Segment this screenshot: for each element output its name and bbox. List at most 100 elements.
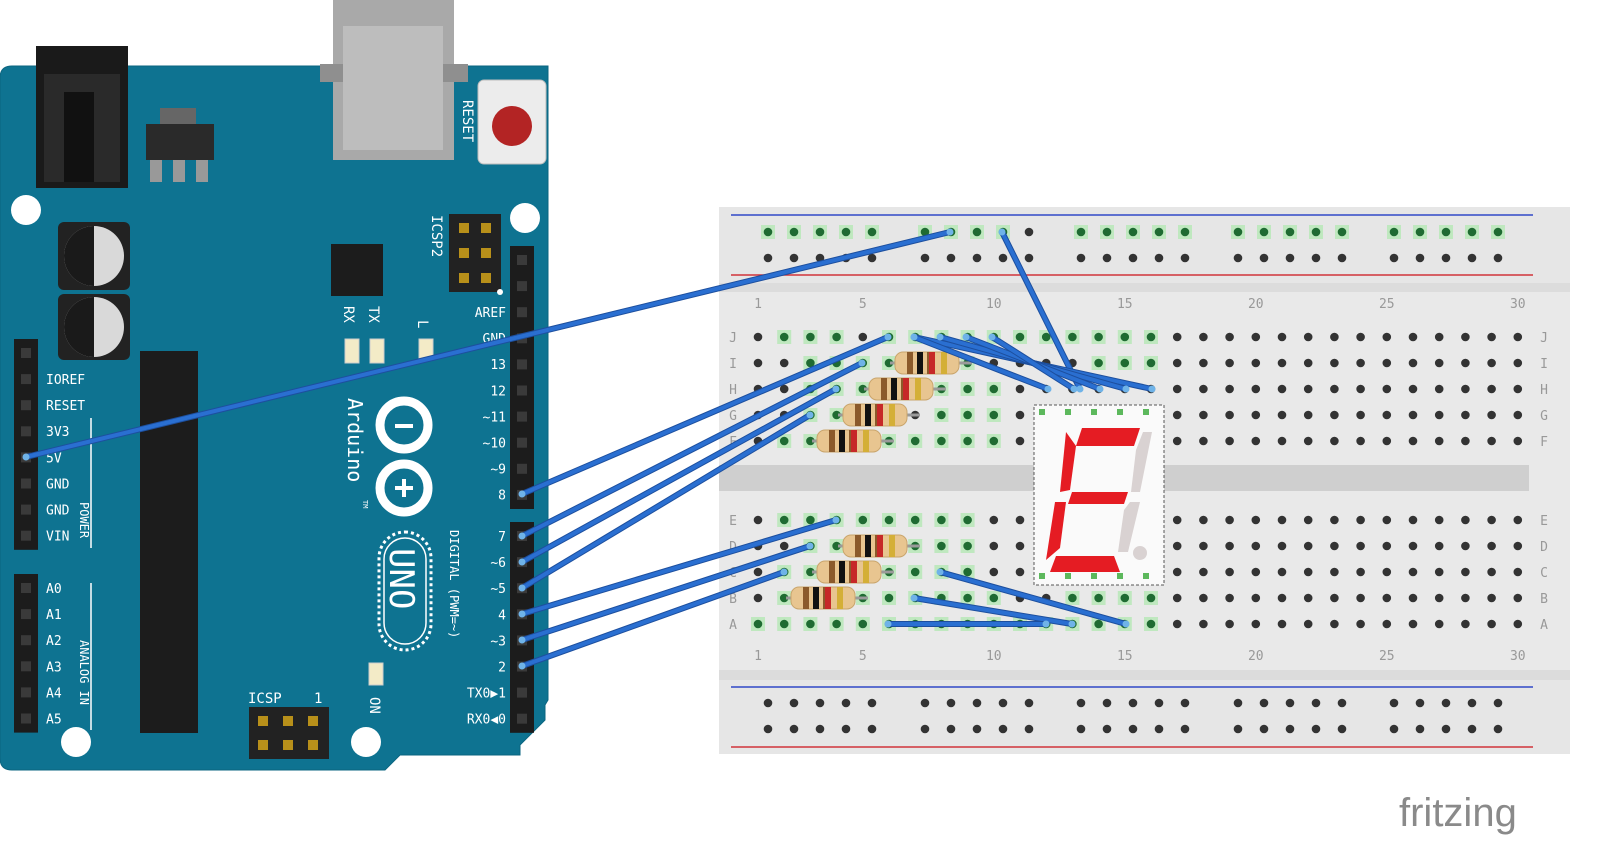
bb-hole — [1408, 619, 1418, 629]
icsp-header — [249, 707, 329, 759]
bb-hole — [1356, 593, 1365, 603]
bb-hole — [1382, 593, 1392, 603]
display-pins — [1039, 409, 1149, 579]
bb-hole — [1277, 332, 1287, 342]
wire-end — [832, 516, 840, 524]
header-pin — [21, 374, 31, 385]
bb-hole — [1493, 698, 1503, 708]
bb-hole — [972, 227, 982, 237]
bb-hole — [1102, 698, 1112, 708]
header-pin — [21, 348, 31, 358]
column-number: 15 — [1117, 297, 1133, 312]
bb-hole — [779, 515, 789, 525]
bb-hole — [1277, 567, 1287, 577]
display-pin — [1065, 573, 1071, 579]
segment-g — [1068, 492, 1128, 504]
bb-hole — [1172, 332, 1182, 342]
column-number: 15 — [1117, 649, 1133, 664]
wire-end — [946, 228, 954, 236]
bb-hole — [1408, 332, 1418, 342]
arduino-board: RESET ICSP2 ICSP 1 RX TX L ON — [0, 0, 549, 771]
bb-hole — [789, 253, 799, 263]
usb-face — [343, 26, 443, 150]
pin-label: VIN — [46, 530, 69, 545]
fritzing-logo: fritzing — [1399, 791, 1517, 835]
bb-hole — [963, 541, 972, 551]
power-header — [14, 339, 38, 550]
bb-hole — [1180, 253, 1190, 263]
display-pin — [1039, 409, 1045, 415]
bb-hole — [1330, 619, 1339, 629]
bb-hole — [1102, 253, 1112, 263]
bb-hole — [1259, 724, 1269, 734]
bb-hole — [1277, 619, 1287, 629]
pin-label: 2 — [498, 661, 506, 676]
bb-hole — [1330, 593, 1339, 603]
bb-hole — [1015, 410, 1025, 420]
bb-hole — [920, 227, 930, 237]
bb-hole — [1199, 515, 1208, 525]
bb-hole — [1513, 384, 1523, 394]
bb-hole — [1154, 698, 1164, 708]
header-pin — [517, 359, 527, 370]
row-letter: J — [729, 331, 737, 346]
wire-end — [806, 542, 814, 550]
bb-hole — [1330, 567, 1339, 577]
display-pin — [1143, 573, 1149, 579]
bb-hole — [779, 541, 789, 551]
header-pin — [517, 411, 527, 422]
bb-hole — [779, 436, 789, 446]
pin-label: TX0▶1 — [467, 687, 506, 702]
bb-hole — [1434, 593, 1444, 603]
bb-hole — [989, 567, 999, 577]
wire-end — [1044, 385, 1052, 393]
bb-hole — [1330, 541, 1339, 551]
pin-label: 7 — [498, 530, 506, 545]
bb-hole — [1382, 410, 1392, 420]
bb-hole — [1461, 567, 1470, 577]
resistor — [812, 429, 894, 453]
bb-hole — [753, 619, 763, 629]
wire — [520, 361, 864, 538]
wire-end — [1148, 385, 1156, 393]
bb-hole — [1434, 332, 1444, 342]
wire-end — [518, 662, 526, 670]
bb-hole — [910, 515, 920, 525]
bb-hole — [920, 253, 930, 263]
bb-hole — [1225, 384, 1234, 394]
bb-hole — [963, 567, 972, 577]
segment-d — [1050, 556, 1120, 572]
bb-hole — [753, 332, 763, 342]
bb-hole — [858, 384, 868, 394]
bb-hole — [1434, 358, 1444, 368]
l-label: L — [414, 320, 430, 328]
column-number: 30 — [1510, 297, 1526, 312]
bb-hole — [1303, 619, 1313, 629]
wire-end — [518, 532, 526, 540]
bb-hole — [753, 593, 763, 603]
bb-hole — [1408, 567, 1418, 577]
bb-hole — [963, 515, 972, 525]
reset-button[interactable] — [477, 79, 547, 165]
bb-hole — [1041, 332, 1051, 342]
bb-hole — [946, 724, 956, 734]
mounting-hole — [351, 727, 381, 757]
bb-hole — [1382, 541, 1392, 551]
bb-hole — [1259, 253, 1269, 263]
wire — [24, 230, 952, 459]
bb-hole — [1382, 358, 1392, 368]
header-pin — [21, 400, 31, 411]
uno-wordmark: UNO — [381, 548, 421, 609]
bb-hole — [1303, 515, 1313, 525]
bb-hole — [1024, 724, 1034, 734]
bb-hole — [1277, 541, 1287, 551]
bb-hole — [989, 384, 999, 394]
bb-hole — [1120, 332, 1130, 342]
bb-hole — [1461, 515, 1470, 525]
header-pin — [21, 504, 31, 515]
row-letter: A — [1540, 618, 1548, 633]
bb-hole — [1172, 541, 1182, 551]
bb-hole — [841, 724, 851, 734]
bb-hole — [1434, 436, 1444, 446]
bb-hole — [946, 253, 956, 263]
